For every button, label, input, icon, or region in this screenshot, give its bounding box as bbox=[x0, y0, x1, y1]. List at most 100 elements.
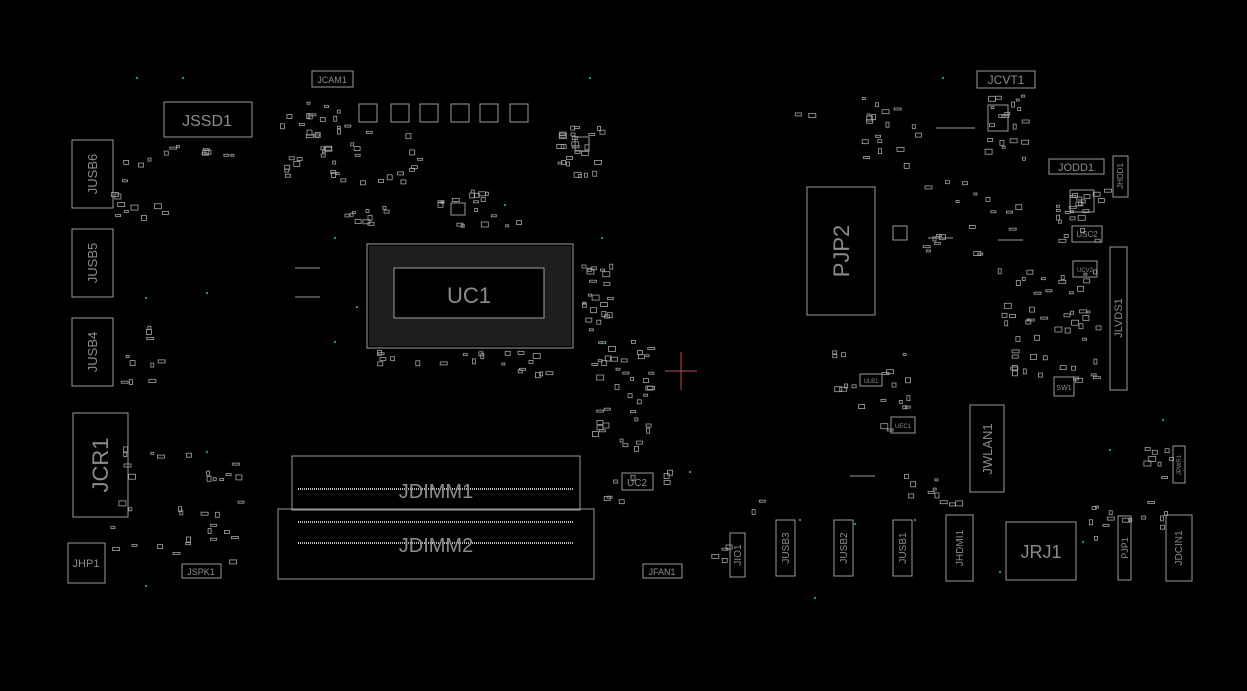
smd-pad bbox=[885, 121, 890, 128]
smd-pad bbox=[1034, 334, 1040, 341]
smd-pad bbox=[622, 443, 629, 448]
via bbox=[144, 584, 148, 588]
smd-pad bbox=[878, 148, 882, 155]
smd-pad bbox=[1161, 476, 1168, 480]
jwlan1-connector[interactable]: JWLAN1 bbox=[969, 404, 1005, 493]
via bbox=[853, 522, 857, 526]
smd-pad bbox=[902, 405, 908, 410]
jrj1-connector[interactable]: JRJ1 bbox=[1005, 521, 1077, 581]
component-outline bbox=[892, 225, 908, 241]
smd-pad bbox=[1029, 306, 1035, 313]
jdcin1-label: JDCIN1 bbox=[1174, 530, 1185, 565]
via bbox=[941, 76, 945, 80]
smd-pad bbox=[305, 134, 314, 139]
smd-pad bbox=[150, 451, 155, 455]
smd-pad bbox=[1164, 511, 1168, 516]
smd-pad bbox=[581, 150, 589, 156]
jcr1-connector[interactable]: JCR1 bbox=[72, 412, 129, 518]
smd-pad bbox=[1075, 377, 1083, 383]
smd-pad bbox=[592, 170, 598, 177]
smd-pad bbox=[365, 131, 373, 134]
smd-pad bbox=[1083, 194, 1091, 200]
smd-pad bbox=[354, 219, 362, 225]
jusb4-connector[interactable]: JUSB4 bbox=[71, 317, 114, 387]
pjp2-label: PJP2 bbox=[829, 225, 854, 278]
jlvds1-label: JLVDS1 bbox=[1113, 298, 1125, 338]
smd-pad bbox=[861, 139, 869, 145]
jdimm1-slot[interactable]: JDIMM1 bbox=[291, 455, 581, 511]
smd-pad bbox=[949, 502, 956, 507]
smd-pad bbox=[1089, 519, 1093, 526]
pjp2-component[interactable]: PJP2 bbox=[806, 186, 876, 316]
smd-pad bbox=[1001, 145, 1006, 149]
smd-pad bbox=[559, 131, 566, 136]
jusb5-connector[interactable]: JUSB5 bbox=[71, 228, 114, 298]
smd-pad bbox=[163, 150, 169, 156]
jusb6-connector[interactable]: JUSB6 bbox=[71, 139, 114, 209]
jspk1-connector[interactable]: JSPK1 bbox=[181, 563, 222, 579]
uec1-chip[interactable]: UEC1 bbox=[890, 416, 916, 434]
jusb1-connector[interactable]: JUSB1 bbox=[892, 519, 913, 577]
smd-pad bbox=[590, 307, 597, 314]
smd-pad bbox=[585, 317, 593, 323]
uc2-label: UC2 bbox=[627, 478, 647, 489]
jlvds1-connector[interactable]: JLVDS1 bbox=[1109, 246, 1128, 391]
via bbox=[144, 296, 148, 300]
smd-pad bbox=[517, 350, 525, 355]
jpwr1-connector[interactable]: JPWR1 bbox=[1172, 445, 1186, 484]
uec1-label: UEC1 bbox=[895, 424, 912, 430]
usc2-chip[interactable]: USC2 bbox=[1071, 225, 1103, 243]
smd-pad bbox=[667, 469, 673, 476]
smd-pad bbox=[138, 162, 144, 168]
smd-pad bbox=[596, 319, 602, 325]
smd-pad bbox=[146, 337, 155, 340]
jio1-connector[interactable]: JIO1 bbox=[729, 532, 746, 578]
smd-pad bbox=[604, 355, 612, 362]
smd-pad bbox=[1093, 269, 1097, 275]
jssd1-connector[interactable]: JSSD1 bbox=[163, 101, 253, 138]
smd-pad bbox=[570, 132, 576, 137]
smd-pad bbox=[997, 268, 1002, 275]
jhdd1-connector[interactable]: JHDD1 bbox=[1112, 155, 1129, 198]
jhp1-connector[interactable]: JHP1 bbox=[67, 542, 106, 584]
pjp1-connector[interactable]: PJP1 bbox=[1117, 515, 1132, 581]
jodd1-connector[interactable]: JODD1 bbox=[1048, 158, 1105, 175]
smd-pad bbox=[185, 542, 192, 546]
smd-pad bbox=[999, 139, 1005, 146]
smd-pad bbox=[1015, 98, 1020, 102]
smd-pad bbox=[1092, 191, 1101, 197]
via bbox=[998, 570, 1002, 574]
smd-pad bbox=[596, 420, 604, 425]
jfan1-connector[interactable]: JFAN1 bbox=[642, 563, 683, 579]
smd-pad bbox=[646, 427, 650, 434]
smd-pad bbox=[202, 148, 210, 152]
smd-pad bbox=[636, 440, 643, 445]
smd-pad bbox=[296, 157, 303, 161]
jhdmi1-connector[interactable]: JHDMI1 bbox=[945, 514, 974, 582]
smd-pad bbox=[968, 224, 976, 229]
smd-pad bbox=[863, 156, 870, 160]
smd-pad bbox=[1059, 365, 1067, 371]
sw1-switch[interactable]: SW1 bbox=[1053, 376, 1075, 397]
ulb1-chip[interactable]: ULB1 bbox=[859, 373, 883, 387]
jusb3-connector[interactable]: JUSB3 bbox=[775, 519, 796, 577]
jdcin1-connector[interactable]: JDCIN1 bbox=[1165, 514, 1193, 582]
smd-pad bbox=[1009, 138, 1018, 144]
jdimm2-slot[interactable]: JDIMM2 bbox=[277, 508, 595, 580]
jcam1-connector[interactable]: JCAM1 bbox=[311, 70, 354, 88]
smd-pad bbox=[1148, 456, 1157, 462]
smd-pad bbox=[335, 172, 340, 176]
smd-pad bbox=[1068, 205, 1077, 209]
smd-pad bbox=[284, 164, 291, 170]
uc1-cpu[interactable]: UC1 bbox=[366, 243, 574, 349]
jusb2-connector[interactable]: JUSB2 bbox=[833, 519, 854, 577]
uc2-chip[interactable]: UC2 bbox=[621, 472, 654, 491]
smd-pad bbox=[169, 146, 178, 150]
smd-pad bbox=[337, 128, 341, 135]
jcvt1-connector[interactable]: JCVT1 bbox=[976, 70, 1036, 89]
smd-pad bbox=[490, 214, 497, 218]
smd-pad bbox=[643, 378, 649, 384]
smd-pad bbox=[1108, 510, 1113, 516]
ucv2-chip[interactable]: UCV2 bbox=[1072, 260, 1098, 278]
